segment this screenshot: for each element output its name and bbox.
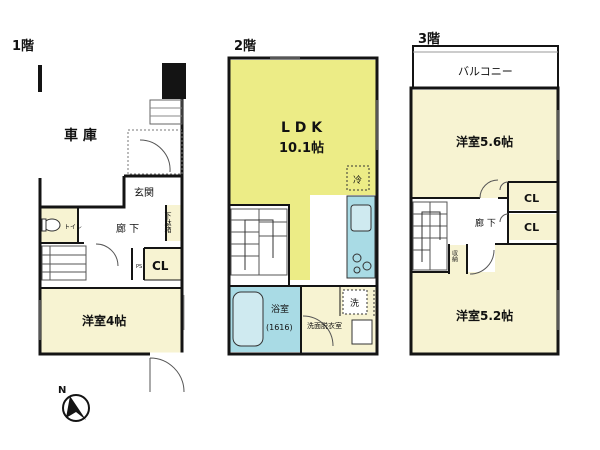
floor-1-label: 1階 xyxy=(12,38,34,54)
floor-2 xyxy=(227,56,379,356)
hall-3-label: 廊 下 xyxy=(475,217,496,229)
storage-label: 収納 xyxy=(451,250,458,263)
washbasin-icon xyxy=(351,319,373,345)
bath-size-label: (1616) xyxy=(266,323,293,332)
storage-fill xyxy=(449,245,467,273)
western-room-2-fill xyxy=(411,90,558,198)
floor-3 xyxy=(409,45,560,356)
western-room-2-label: 洋室5.6帖 xyxy=(456,134,513,149)
garage-pillar xyxy=(162,63,186,99)
western-room-3-label: 洋室5.2帖 xyxy=(456,308,513,323)
stairs-2 xyxy=(230,208,288,276)
toilet-label: トイレ xyxy=(64,224,82,231)
bathtub-icon xyxy=(232,291,264,347)
cl-3-fill xyxy=(508,214,558,240)
bath-label: 浴室 xyxy=(271,303,289,315)
stove-icon xyxy=(352,253,362,263)
storage-text: 収納 xyxy=(451,250,458,263)
cl-3-label: CL xyxy=(524,221,539,234)
washroom-label: 洗面脱衣室 xyxy=(307,321,342,330)
cl-2-label: CL xyxy=(524,192,539,205)
western-room-1-fill xyxy=(40,288,182,354)
floor-3-label: 3階 xyxy=(418,31,440,47)
ldk-size-label: 10.1帖 xyxy=(279,140,324,156)
hall-1-label: 廊 下 xyxy=(116,222,139,235)
western-room-1-label: 洋室4帖 xyxy=(82,313,126,328)
stairs-1 xyxy=(41,245,87,281)
cl-2-fill xyxy=(508,186,558,210)
cl-1-label: CL xyxy=(152,259,169,273)
under-storage-text: 下駄箱 xyxy=(164,212,172,234)
under-storage-fill xyxy=(166,205,182,241)
western-room-3-right-fill xyxy=(495,244,558,274)
floor-2-label: 2階 xyxy=(234,38,256,54)
fridge-space xyxy=(346,165,370,191)
stairs-3 xyxy=(412,201,448,271)
under-storage-label: 下駄箱 xyxy=(164,212,172,234)
north-arrow-icon: N xyxy=(58,385,90,422)
floor-1 xyxy=(38,63,186,393)
washer-space xyxy=(342,289,368,315)
garage-label: 車 庫 xyxy=(64,127,97,144)
sink-icon xyxy=(350,204,372,232)
entrance-label: 玄関 xyxy=(134,186,154,199)
western-room-3-fill xyxy=(411,272,558,354)
ps-label: PS xyxy=(136,264,142,270)
balcony-box xyxy=(412,45,559,89)
ldk-label: L D K xyxy=(281,120,323,136)
cl-1-fill xyxy=(144,248,182,280)
washer-label: 洗 xyxy=(350,297,359,309)
balcony-label: バルコニー xyxy=(458,65,513,78)
fridge-label: 冷 xyxy=(353,174,362,186)
svg-text:N: N xyxy=(58,385,66,396)
